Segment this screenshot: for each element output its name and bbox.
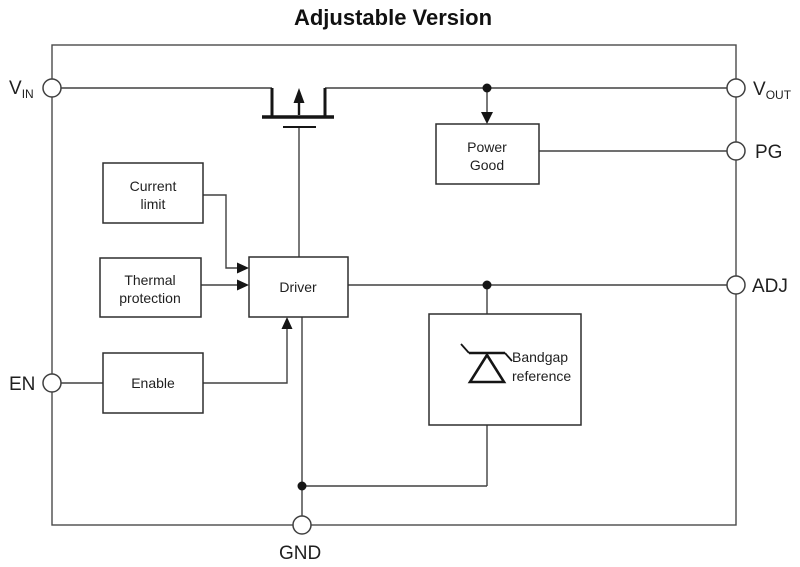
vout-pin-label: VOUT [753,79,792,102]
bandgap-label-line1: Bandgap [512,349,568,365]
adj-pin-label: ADJ [752,276,788,297]
en-pin [42,373,62,393]
adj-pin [726,275,746,295]
pins [42,78,746,535]
arrow-into-powergood [481,112,493,124]
current-limit-label-line1: Current [130,178,177,194]
pass-transistor-icon [262,88,334,128]
zener-diode-icon [460,343,513,384]
driver-box [248,256,349,318]
bandgap-box [428,313,582,426]
block-enable: Enable [102,352,204,414]
junction-gnd-node [297,481,307,491]
pg-pin-label: PG [755,142,782,163]
gnd-pin-label: GND [279,543,321,564]
block-thermal-protection: Thermal protection [99,257,202,318]
thermal-protection-label-line2: protection [119,290,180,306]
junction-vout-node [482,83,492,93]
vin-pin-label: VIN [9,78,34,101]
en-pin-label: EN [9,374,35,395]
block-power-good: Power Good [435,123,540,185]
thermal-protection-box [99,257,202,318]
block-driver: Driver [248,256,349,318]
wire-currentlimit-driver [203,194,239,269]
driver-label: Driver [279,279,317,295]
diagram-title: Adjustable Version [294,5,492,30]
gnd-pin [292,515,312,535]
bandgap-label-line2: reference [512,368,571,384]
current-limit-label-line2: limit [141,196,166,212]
pg-pin [726,141,746,161]
power-good-box [435,123,540,185]
arrow-thermal-into-driver [237,279,249,291]
power-good-label-line1: Power [467,139,507,155]
current-limit-box [102,162,204,224]
block-bandgap-reference: Bandgap reference [428,313,582,426]
arrow-enable-into-driver [281,317,293,329]
arrow-currentlimit-into-driver [237,262,249,274]
power-good-label-line2: Good [470,157,504,173]
junction-dots [297,83,492,491]
vin-pin [42,78,62,98]
enable-label: Enable [131,375,175,391]
wire-enable-driver [203,327,288,384]
block-current-limit: Current limit [102,162,204,224]
enable-box [102,352,204,414]
thermal-protection-label-line1: Thermal [124,272,175,288]
arrowheads [237,112,493,329]
vout-pin [726,78,746,98]
junction-adj-node [482,280,492,290]
